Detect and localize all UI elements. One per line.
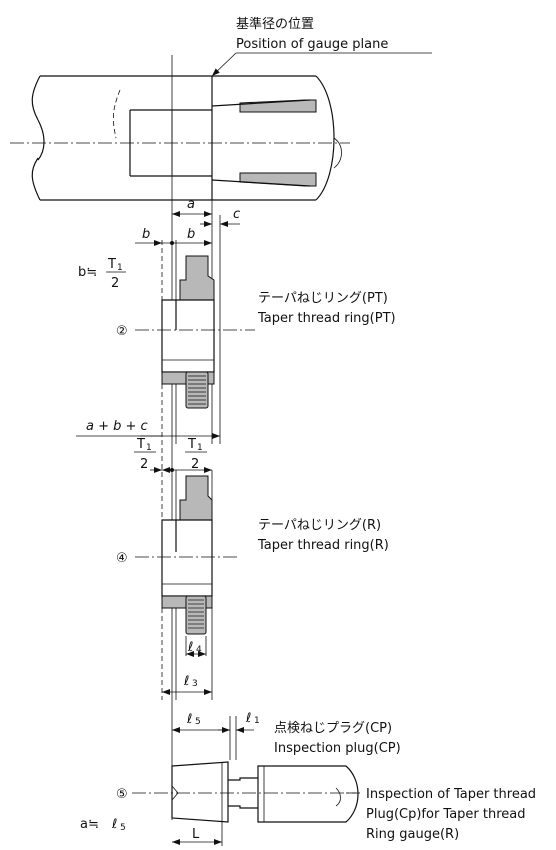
ring-r-number: ④ <box>116 551 128 566</box>
plug-cp: ℓ 5 ℓ 1 点検ねじプラグ(CP) Inspection plug(CP) … <box>80 700 536 846</box>
b-approx-t: T <box>107 257 116 272</box>
t1-left-t: T <box>136 437 145 452</box>
l1-l: ℓ <box>245 711 251 726</box>
pipe-left-break-mid <box>37 119 45 161</box>
a-approx-l: ℓ <box>111 817 117 832</box>
pipe-left-break-bottom <box>31 157 41 201</box>
gauge-plane-en: Position of gauge plane <box>236 37 388 52</box>
plug-neck-bottom <box>228 805 258 809</box>
inspection-note-1: Inspection of Taper thread <box>366 787 536 802</box>
l4-l: ℓ <box>187 640 193 655</box>
l1-sub: 1 <box>254 716 260 726</box>
ring-pt-body <box>161 299 215 373</box>
l3-l: ℓ <box>183 674 189 689</box>
l5-l: ℓ <box>186 712 192 727</box>
pipe-right-break-inner <box>333 137 342 169</box>
ring-pt-top-gray <box>179 255 215 301</box>
ring-r-ja: テーパねじリング(R) <box>258 518 381 533</box>
t1-right-t: T <box>187 437 196 452</box>
pipe-left-break-top <box>31 75 41 121</box>
pipe-hidden-break <box>112 89 121 139</box>
gauge-plane-leader <box>211 52 237 77</box>
ring-r-en: Taper thread ring(R) <box>257 538 389 553</box>
taper-line-top <box>211 99 311 107</box>
dim-b-text-right: b <box>187 227 195 242</box>
ring-r-body <box>161 519 213 597</box>
plug-cp-number: ⑤ <box>116 787 128 802</box>
l4-sub: 4 <box>196 645 202 655</box>
plug-handle <box>257 765 359 823</box>
L-text: L <box>192 827 200 842</box>
ring-pt: ② テーパねじリング(PT) Taper thread ring(PT) <box>116 255 396 409</box>
pipe-section <box>10 75 350 201</box>
ring-pt-en: Taper thread ring(PT) <box>257 311 396 326</box>
taper-line-bottom <box>211 179 311 187</box>
dim-abc: a c b b b≒ T 1 2 <box>78 197 240 291</box>
b-approx-t-sub: 1 <box>117 263 123 273</box>
ring-pt-number: ② <box>116 324 128 339</box>
a-approx-sub: 5 <box>120 823 126 833</box>
ring-r-top-gray <box>179 475 213 521</box>
ring-pt-handle <box>185 371 209 409</box>
t1-dot <box>170 468 174 472</box>
dim-a-text: a <box>187 197 195 212</box>
dim-c-text: c <box>233 207 240 222</box>
ring-pt-ja: テーパねじリング(PT) <box>258 291 388 306</box>
inspection-note-3: Ring gauge(R) <box>366 827 459 842</box>
ring-r-knurl <box>188 599 204 629</box>
t1-left-sub: 1 <box>146 443 152 453</box>
pipe-right-break <box>315 75 335 201</box>
dim-t1-halves: T 1 2 T 1 2 <box>134 437 212 473</box>
plug-cp-en: Inspection plug(CP) <box>274 741 401 756</box>
ring-r: ④ テーパねじリング(R) Taper thread ring(R) ℓ 4 ℓ… <box>116 470 389 700</box>
b-approx-two: 2 <box>111 276 119 291</box>
dim-b-dot <box>170 241 174 245</box>
b-approx-prefix: b≒ <box>78 265 97 280</box>
ring-r-handle <box>185 595 207 635</box>
a-approx-prefix: a≒ <box>80 817 99 832</box>
dim-abc-text: a + b + c <box>86 419 148 434</box>
gauge-plane-label: 基準径の位置 Position of gauge plane <box>211 16 432 77</box>
gauge-plane-ja: 基準径の位置 <box>236 16 314 32</box>
l3-sub: 3 <box>192 679 198 689</box>
plug-handle-break <box>335 787 341 807</box>
inspection-note-2: Plug(Cp)for Taper thread <box>366 807 526 822</box>
plug-cp-ja: 点検ねじプラグ(CP) <box>274 721 392 736</box>
dim-b-text-left: b <box>142 227 150 242</box>
plug-neck-top <box>228 777 258 781</box>
t1-left-two: 2 <box>140 457 148 472</box>
t1-right-sub: 1 <box>197 443 203 453</box>
l5-sub: 5 <box>195 717 201 727</box>
plug-body <box>171 761 229 823</box>
dim-abc-sum: a + b + c <box>76 419 220 439</box>
t1-right-two: 2 <box>191 457 199 472</box>
ring-pt-knurl <box>188 375 206 405</box>
